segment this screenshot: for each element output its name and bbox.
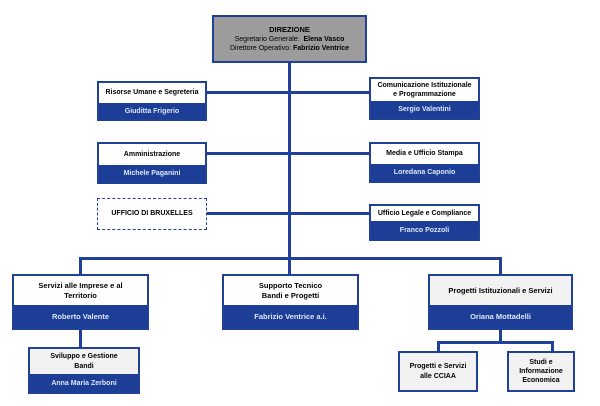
org-node-studi-economica: Studi e Informazione Economica (507, 351, 575, 392)
direzione-role1: Segretario Generale: Elena Vasco (234, 35, 345, 43)
org-node-sviluppo-bandi: Sviluppo e Gestione Bandi Anna Maria Zer… (28, 347, 140, 394)
connector-row3-left (207, 212, 288, 215)
org-node-servizi-imprese: Servizi alle Imprese e al Territorio Rob… (12, 274, 149, 330)
org-box-title: Progetti Istituzionali e Servizi (430, 276, 571, 305)
org-box-title: Sviluppo e Gestione Bandi (30, 349, 138, 374)
connector-row2-right (289, 152, 369, 155)
org-box-name: Fabrizio Ventrice a.i. (224, 305, 357, 328)
org-box-title: Servizi alle Imprese e al Territorio (14, 276, 147, 305)
connector-row2-left (207, 152, 288, 155)
org-node-comunicazione: Comunicazione Istituzionale e Programmaz… (369, 77, 480, 120)
connector-row1-right (289, 91, 369, 94)
org-node-amministrazione: Amministrazione Michele Paganini (97, 142, 207, 184)
connector-stub-progetti (499, 257, 502, 274)
org-box-title: Media e Ufficio Stampa (371, 144, 478, 164)
connector-row3-right (289, 212, 369, 215)
org-node-progetti-istituzionali: Progetti Istituzionali e Servizi Oriana … (428, 274, 573, 330)
connector-progetti-down (499, 330, 502, 343)
org-box-name: Loredana Caponio (371, 164, 478, 181)
connector-row1-left (207, 91, 288, 94)
org-box-title: Amministrazione (99, 144, 205, 165)
org-box-name: Anna Maria Zerboni (30, 374, 138, 392)
org-box-title: Studi e Informazione Economica (509, 353, 573, 390)
connector-stub-studi (551, 341, 554, 351)
org-box-title: Comunicazione Istituzionale e Programmaz… (371, 79, 478, 101)
connector-center-vertical (288, 63, 291, 260)
direzione-title: DIREZIONE (269, 24, 310, 34)
org-node-risorse-umane: Risorse Umane e Segreteria Giuditta Frig… (97, 81, 207, 121)
org-box-title: Ufficio Legale e Compliance (371, 206, 478, 221)
connector-stub-cciaa (437, 341, 440, 351)
org-node-supporto-tecnico: Supporto Tecnico Bandi e Progetti Fabriz… (222, 274, 359, 330)
org-box-name: Roberto Valente (14, 305, 147, 328)
connector-stub-servizi (79, 257, 82, 274)
org-box-name: Oriana Mottadelli (430, 305, 571, 328)
org-node-legale-compliance: Ufficio Legale e Compliance Franco Pozzo… (369, 204, 480, 241)
org-node-direzione: DIREZIONE Segretario Generale: Elena Vas… (212, 15, 367, 63)
org-box-title: Supporto Tecnico Bandi e Progetti (224, 276, 357, 305)
org-box-title: UFFICIO DI BRUXELLES (98, 199, 206, 229)
connector-sub-horizontal (437, 341, 554, 344)
org-box-title: Progetti e Servizi alle CCIAA (400, 353, 476, 390)
org-node-ufficio-bruxelles: UFFICIO DI BRUXELLES (97, 198, 207, 230)
org-node-media-stampa: Media e Ufficio Stampa Loredana Caponio (369, 142, 480, 183)
org-box-name: Michele Paganini (99, 165, 205, 182)
org-box-name: Franco Pozzoli (371, 221, 478, 239)
org-node-progetti-cciaa: Progetti e Servizi alle CCIAA (398, 351, 478, 392)
org-box-name: Sergio Valentini (371, 101, 478, 118)
direzione-role2: Direttore Operativo: Fabrizio Ventrice (229, 45, 350, 53)
connector-stub-supporto (288, 257, 291, 274)
org-box-name: Giuditta Frigerio (99, 103, 205, 119)
org-box-title: Risorse Umane e Segreteria (99, 83, 205, 103)
connector-stub-sviluppo (79, 330, 82, 347)
